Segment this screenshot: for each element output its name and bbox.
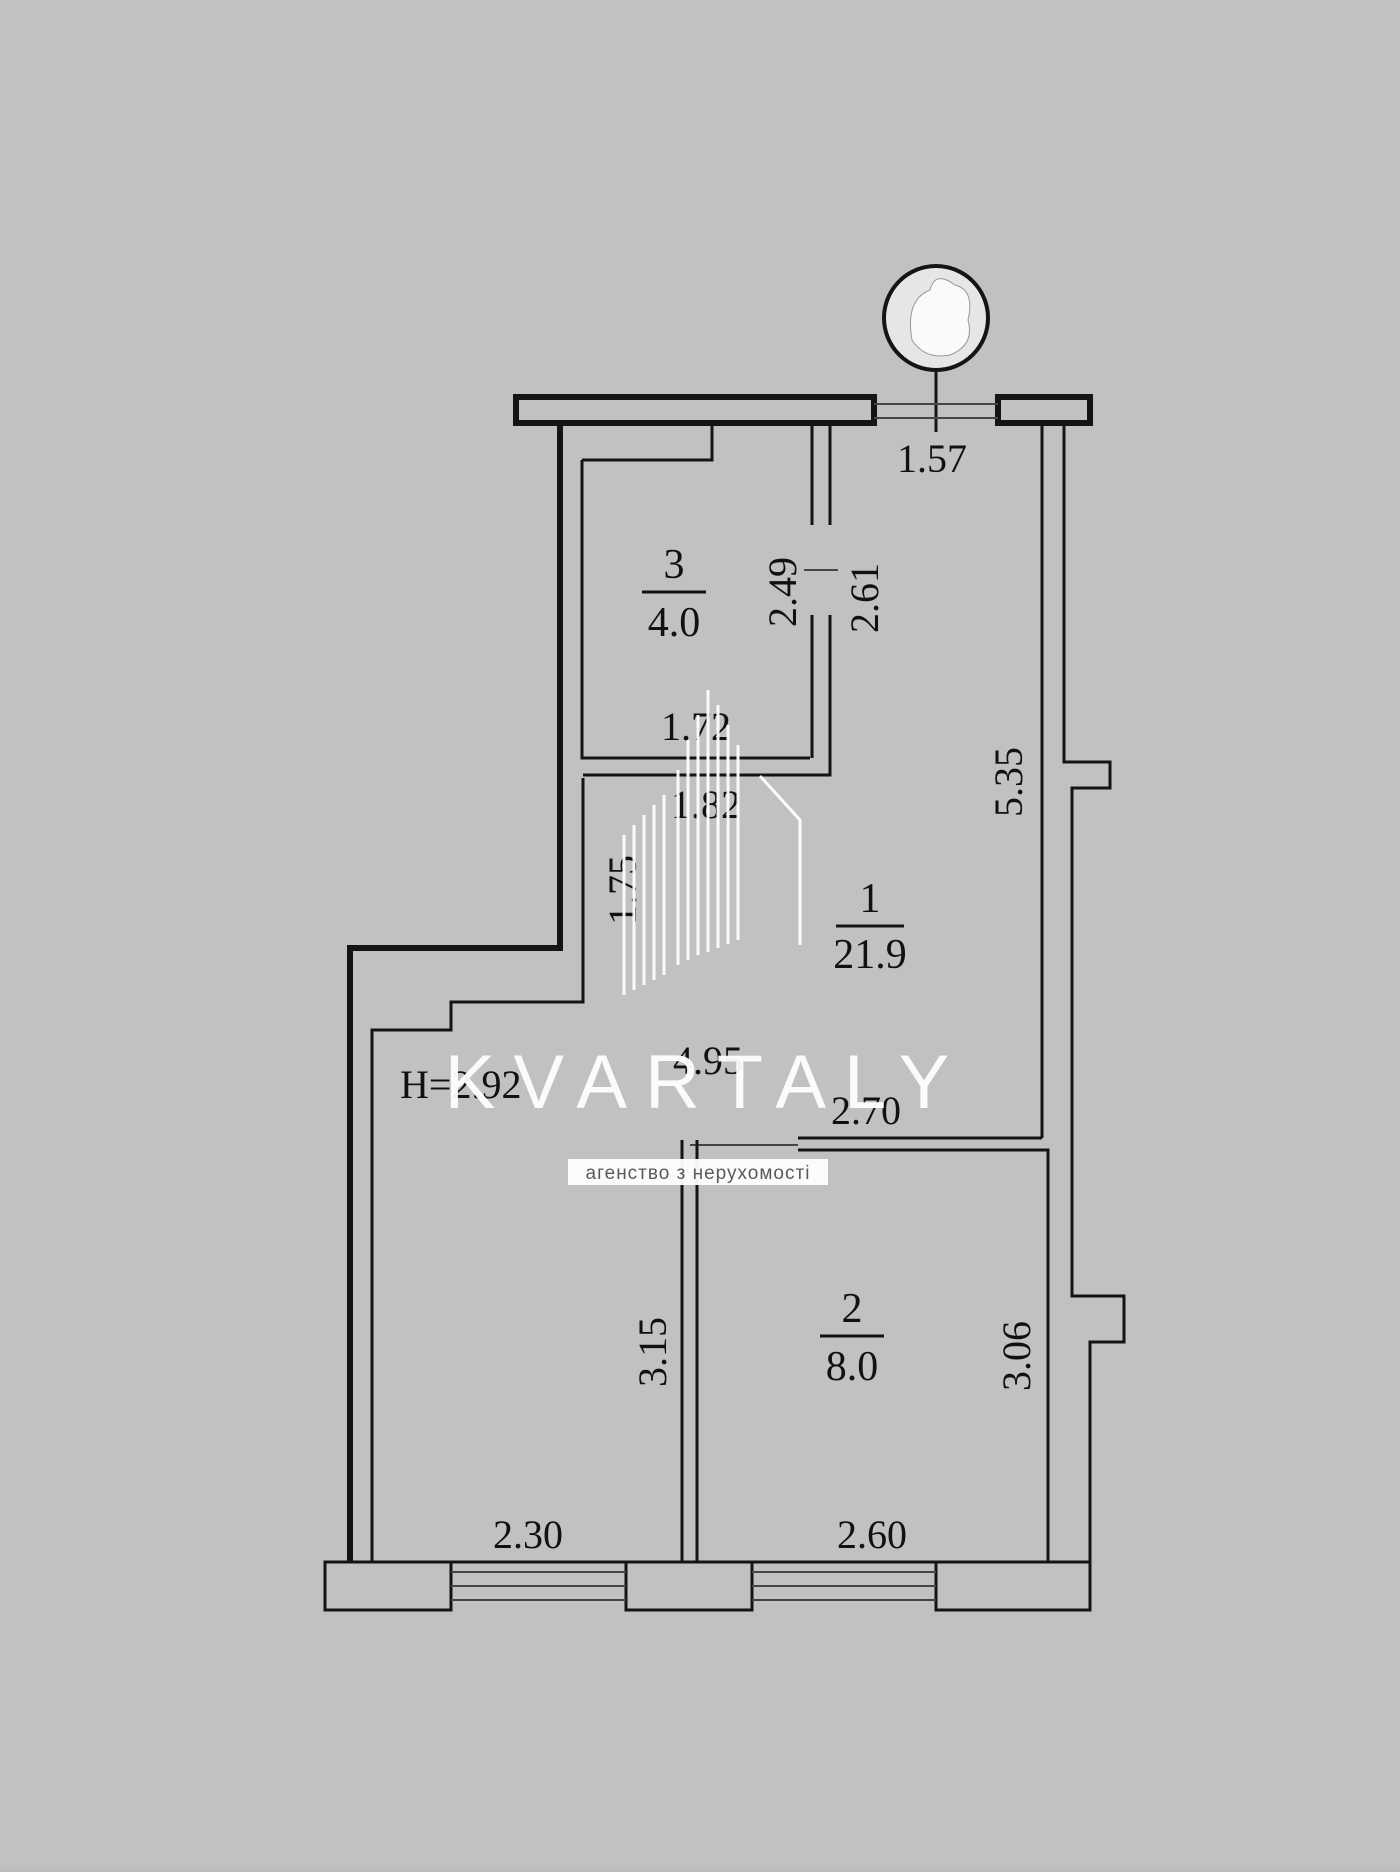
room-number: 1 — [860, 876, 881, 922]
room-label-2: 2 8.0 — [820, 1286, 884, 1390]
dim-room1-right: 5.35 — [986, 747, 1031, 817]
room-label-3: 3 4.0 — [642, 542, 706, 646]
room3-top-wall — [582, 423, 714, 462]
room-number: 3 — [664, 542, 685, 588]
top-wall-left — [513, 394, 877, 426]
room2-right-wall — [798, 1148, 1050, 1562]
room-number: 2 — [842, 1286, 863, 1332]
dim-hall-bottom: 4.95 — [673, 1038, 743, 1083]
left-outer-wall — [347, 423, 563, 1562]
tagline-box — [568, 1159, 828, 1185]
dim-room3-door-right: 2.61 — [842, 563, 887, 633]
walls — [323, 394, 1126, 1612]
ceiling-height-label: H=2.92 — [400, 1062, 521, 1107]
room-area: 4.0 — [648, 600, 701, 646]
right-outer-wall — [1062, 423, 1126, 1610]
window-right — [752, 1571, 936, 1601]
compass-marker — [882, 264, 990, 432]
dim-hall-top: 1.82 — [671, 782, 741, 827]
dim-room1-bottom: 2.70 — [831, 1088, 901, 1133]
dim-room3-bottom: 1.72 — [661, 704, 731, 749]
dim-room3-door-left: 2.49 — [760, 557, 805, 627]
watermark-logo: KVARTALY агенство з нерухомості — [445, 690, 968, 1185]
room-area: 21.9 — [833, 932, 907, 978]
brand-tagline: агенство з нерухомості — [586, 1163, 811, 1184]
dim-top-opening: 1.57 — [897, 436, 967, 481]
dim-room2-side: 3.06 — [994, 1321, 1039, 1391]
logo-graphic — [622, 690, 802, 995]
room3-bottom-wall — [583, 615, 832, 777]
window-left — [451, 1571, 626, 1601]
inner-left-wall — [370, 778, 585, 1562]
top-wall-right — [995, 394, 1093, 426]
dim-left-room-bottom: 2.30 — [493, 1512, 563, 1557]
room-label-1: 1 21.9 — [833, 876, 907, 978]
room3-left-wall — [580, 460, 810, 760]
dim-room2-bottom: 2.60 — [837, 1512, 907, 1557]
brand-name: KVARTALY — [445, 1040, 968, 1125]
dim-left-room-side: 3.15 — [630, 1317, 675, 1387]
room-area: 8.0 — [826, 1344, 879, 1390]
